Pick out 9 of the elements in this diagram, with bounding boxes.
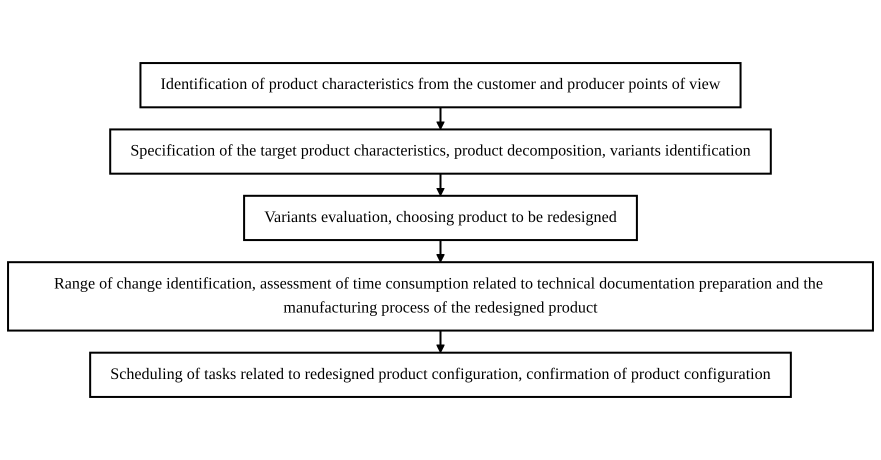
node-box: Scheduling of tasks related to redesigned product configuration, confirmation of product configuration [89,352,792,398]
node-box: Specification of the target product characteristics, product decomposition, variants identification [109,128,772,175]
arrow [436,240,445,263]
node-box: Range of change identification, assessment of time consumption related to technical documentation preparation and the manufacturing process of the redesigned product [7,261,874,332]
node-box: Identification of product characteristics from the customer and producer points of view [139,62,742,108]
node-box: Variants evaluation, choosing product to be redesigned [243,194,638,242]
arrow [436,330,445,354]
arrow [436,174,445,196]
arrow [436,107,445,130]
